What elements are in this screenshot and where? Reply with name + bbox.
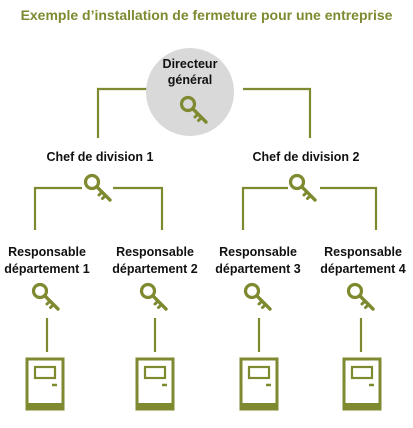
manager2-label: Responsable département 2: [108, 244, 202, 278]
line-director-division2: [243, 87, 312, 138]
director-label: Directeur général: [140, 56, 240, 88]
manager3-key-icon: [243, 282, 272, 311]
manager1-label-line1: Responsable: [8, 245, 86, 259]
line-division1-branch: [33, 186, 164, 230]
division2-label: Chef de division 2: [252, 150, 360, 164]
connector-lines: [33, 87, 378, 352]
diagram-title: Exemple d’installation de fermeture pour…: [20, 7, 393, 23]
division2-key-icon: [288, 173, 317, 202]
door-2-icon: [135, 357, 175, 411]
director-label-line2: général: [167, 73, 213, 87]
line-director-division1: [96, 87, 150, 138]
door-1-icon: [25, 357, 65, 411]
manager1-label-line2: département 1: [4, 262, 90, 276]
manager3-label: Responsable département 3: [211, 244, 305, 278]
manager2-key-icon: [139, 282, 168, 311]
director-label-line1: Directeur: [162, 57, 218, 71]
manager3-label-line2: département 3: [215, 262, 301, 276]
manager4-label: Responsable département 4: [316, 244, 410, 278]
manager1-label: Responsable département 1: [0, 244, 94, 278]
door-4-icon: [342, 357, 382, 411]
manager2-label-line2: département 2: [112, 262, 198, 276]
division1-label: Chef de division 1: [46, 150, 154, 164]
manager4-label-line2: département 4: [320, 262, 406, 276]
door-3-icon: [239, 357, 279, 411]
manager3-label-line1: Responsable: [219, 245, 297, 259]
manager4-key-icon: [346, 282, 375, 311]
manager4-label-line1: Responsable: [324, 245, 402, 259]
division1-key-icon: [83, 173, 112, 202]
manager1-key-icon: [31, 282, 60, 311]
manager2-label-line1: Responsable: [116, 245, 194, 259]
line-division2-branch: [241, 186, 378, 230]
director-circle: [146, 48, 234, 136]
